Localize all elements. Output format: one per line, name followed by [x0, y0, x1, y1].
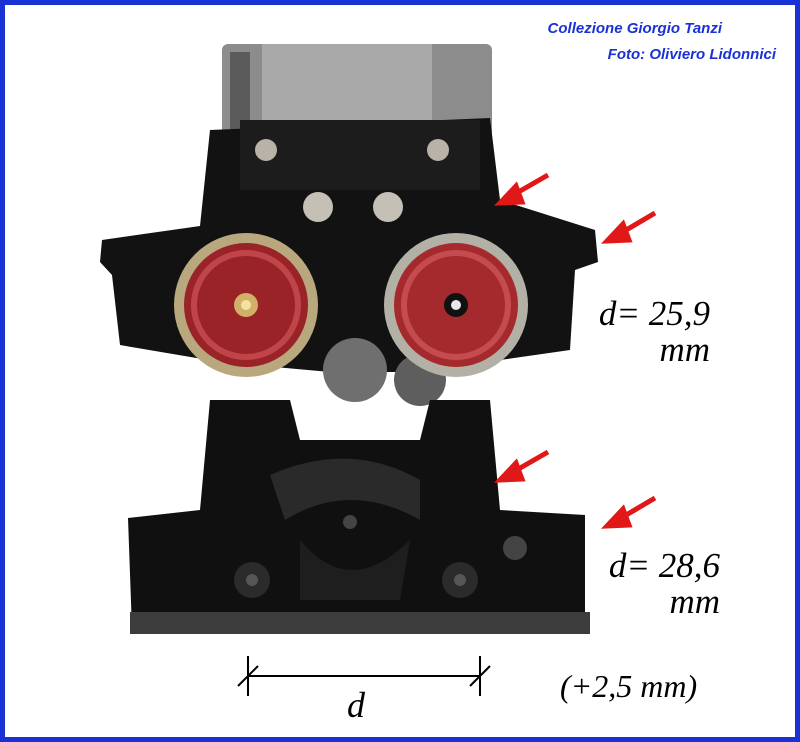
- lower-measurement: d= 28,6 mm: [580, 548, 720, 620]
- photo-credits: Collezione Giorgio Tanzi Foto: Oliviero …: [548, 16, 776, 68]
- dimension-line: [237, 656, 491, 696]
- left-wheel: [174, 233, 318, 377]
- screw: [427, 139, 449, 161]
- red-arrow: [600, 495, 657, 529]
- screw: [255, 139, 277, 161]
- gear: [323, 338, 387, 402]
- right-wheel: [384, 233, 528, 377]
- upper-measurement-unit: mm: [659, 330, 710, 369]
- red-arrow: [493, 172, 550, 206]
- screw: [303, 192, 333, 222]
- photographer-credit: Foto: Oliviero Lidonnici: [607, 46, 776, 63]
- dimension-label: d: [347, 685, 365, 725]
- difference-label: (+2,5 mm): [560, 668, 698, 704]
- red-arrow: [493, 449, 550, 483]
- upper-measurement: d= 25,9 mm: [570, 296, 710, 368]
- lower-measurement-unit: mm: [669, 582, 720, 621]
- upper-measurement-value: d= 25,9: [598, 294, 710, 333]
- lower-measurement-value: d= 28,6: [608, 546, 720, 585]
- screw: [373, 192, 403, 222]
- collection-credit: Collezione Giorgio Tanzi: [547, 20, 722, 37]
- red-arrow: [600, 210, 657, 244]
